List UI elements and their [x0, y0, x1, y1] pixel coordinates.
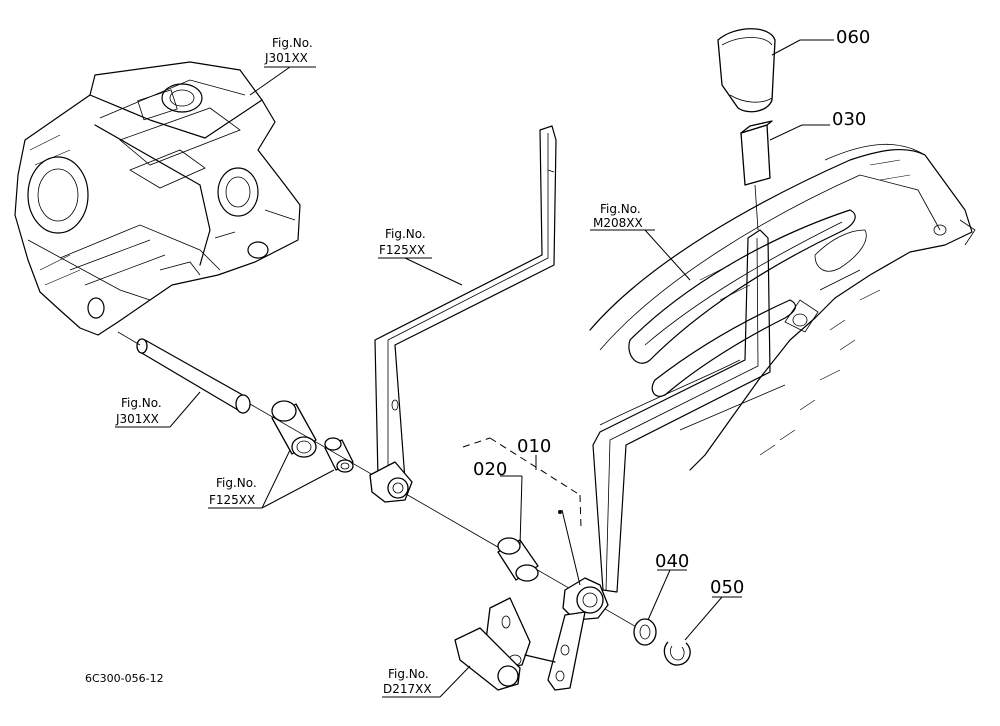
part-number-060: 060	[836, 27, 870, 48]
part-number-040: 040	[655, 551, 689, 572]
figure-ref-code: F125XX	[379, 243, 425, 257]
washer-040	[633, 618, 657, 646]
figure-ref-code: D217XX	[383, 682, 432, 696]
figure-ref-d217: Fig.No. D217XX	[383, 667, 432, 696]
part-number-030: 030	[832, 109, 866, 130]
transmission-housing	[14, 61, 301, 336]
figure-ref-label: Fig.No.	[272, 36, 313, 50]
figure-ref-j301-top: Fig.No. J301XX	[264, 36, 313, 65]
leader-lines	[115, 39, 834, 698]
figure-ref-code: J301XX	[115, 412, 159, 426]
figure-ref-label: Fig.No.	[385, 227, 426, 241]
figure-ref-code: F125XX	[209, 493, 255, 507]
figure-ref-label: Fig.No.	[121, 396, 162, 410]
figure-ref-label: Fig.No.	[216, 476, 257, 490]
sleeve-030	[740, 120, 773, 231]
bracket-d217	[454, 597, 556, 691]
part-number-020: 020	[473, 459, 507, 480]
figure-ref-code: J301XX	[264, 51, 308, 65]
guide-plate-m208	[589, 143, 976, 471]
figure-ref-f125-left: Fig.No. F125XX	[209, 476, 257, 507]
shaft	[117, 331, 251, 414]
drawing-code: 6C300-056-12	[85, 672, 164, 685]
part-number-050: 050	[710, 577, 744, 598]
figure-ref-f125-top: Fig.No. F125XX	[379, 227, 426, 257]
lever-f125	[369, 125, 557, 503]
snap-ring-050	[663, 641, 691, 666]
bushing-020	[497, 537, 539, 582]
figure-ref-j301-left: Fig.No. J301XX	[115, 396, 162, 426]
shift-lever-010	[547, 229, 771, 691]
figure-ref-label: Fig.No.	[388, 667, 429, 681]
figure-ref-m208: Fig.No. M208XX	[593, 202, 643, 230]
figure-ref-label: Fig.No.	[600, 202, 641, 216]
knob-060	[717, 28, 776, 113]
figure-ref-code: M208XX	[593, 216, 643, 230]
group-bracket-010	[462, 437, 582, 529]
part-number-010: 010	[517, 436, 551, 457]
